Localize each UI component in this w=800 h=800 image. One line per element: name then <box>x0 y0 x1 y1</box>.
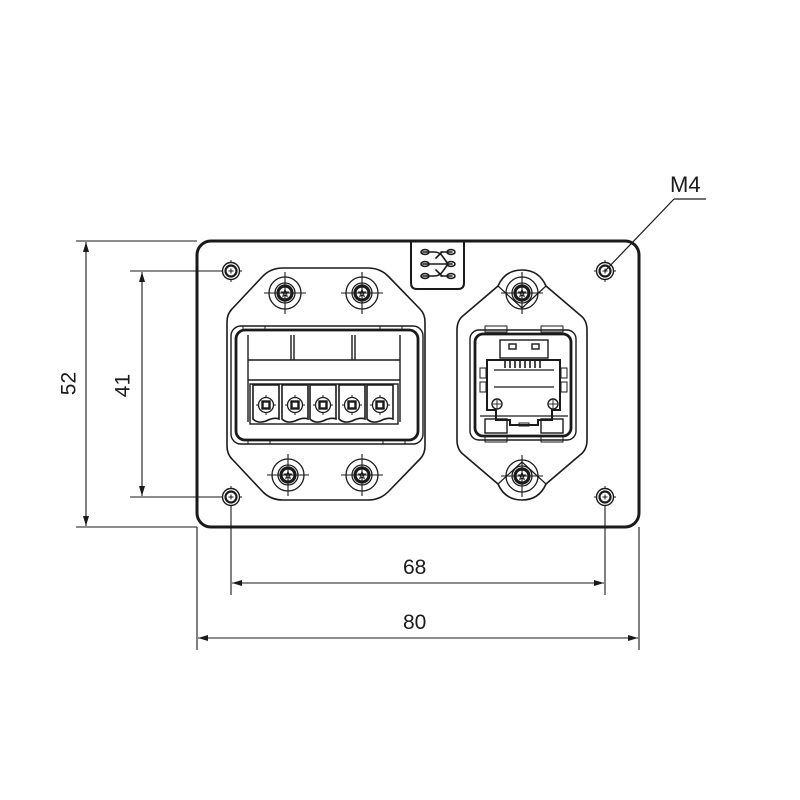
hole-spacing-horizontal-label: 68 <box>403 556 427 579</box>
thread-callout-leader <box>604 198 706 272</box>
screw-icon <box>262 270 308 316</box>
dimension-overall-width <box>196 527 640 650</box>
overall-height-label: 52 <box>57 371 81 396</box>
terminal-pin-icon <box>365 383 395 424</box>
terminal-pin-icon <box>308 383 338 424</box>
mounting-hole-icon <box>218 484 244 510</box>
mounting-hole-icon <box>592 484 618 510</box>
power-connector <box>226 267 426 501</box>
mounting-hole-icon <box>218 258 244 284</box>
screw-icon <box>499 270 545 316</box>
dimension-hole-spacing-horizontal <box>230 506 606 595</box>
dimension-hole-spacing-vertical <box>130 270 222 498</box>
screw-icon <box>339 452 385 498</box>
mounting-plate <box>195 239 641 529</box>
screw-icon <box>339 270 385 316</box>
thread-callout-label: M4 <box>670 172 701 197</box>
terminal-pin-icon <box>337 383 367 424</box>
logo-badge-icon <box>410 242 465 290</box>
terminal-pin-icon <box>251 383 281 424</box>
hole-spacing-vertical-label: 41 <box>111 373 135 398</box>
dimension-overall-height <box>76 240 197 528</box>
screw-icon <box>265 452 311 498</box>
overall-width-label: 80 <box>403 611 427 634</box>
screw-icon <box>499 453 545 499</box>
terminal-pin-icon <box>280 383 310 424</box>
rj45-connector <box>456 269 588 501</box>
